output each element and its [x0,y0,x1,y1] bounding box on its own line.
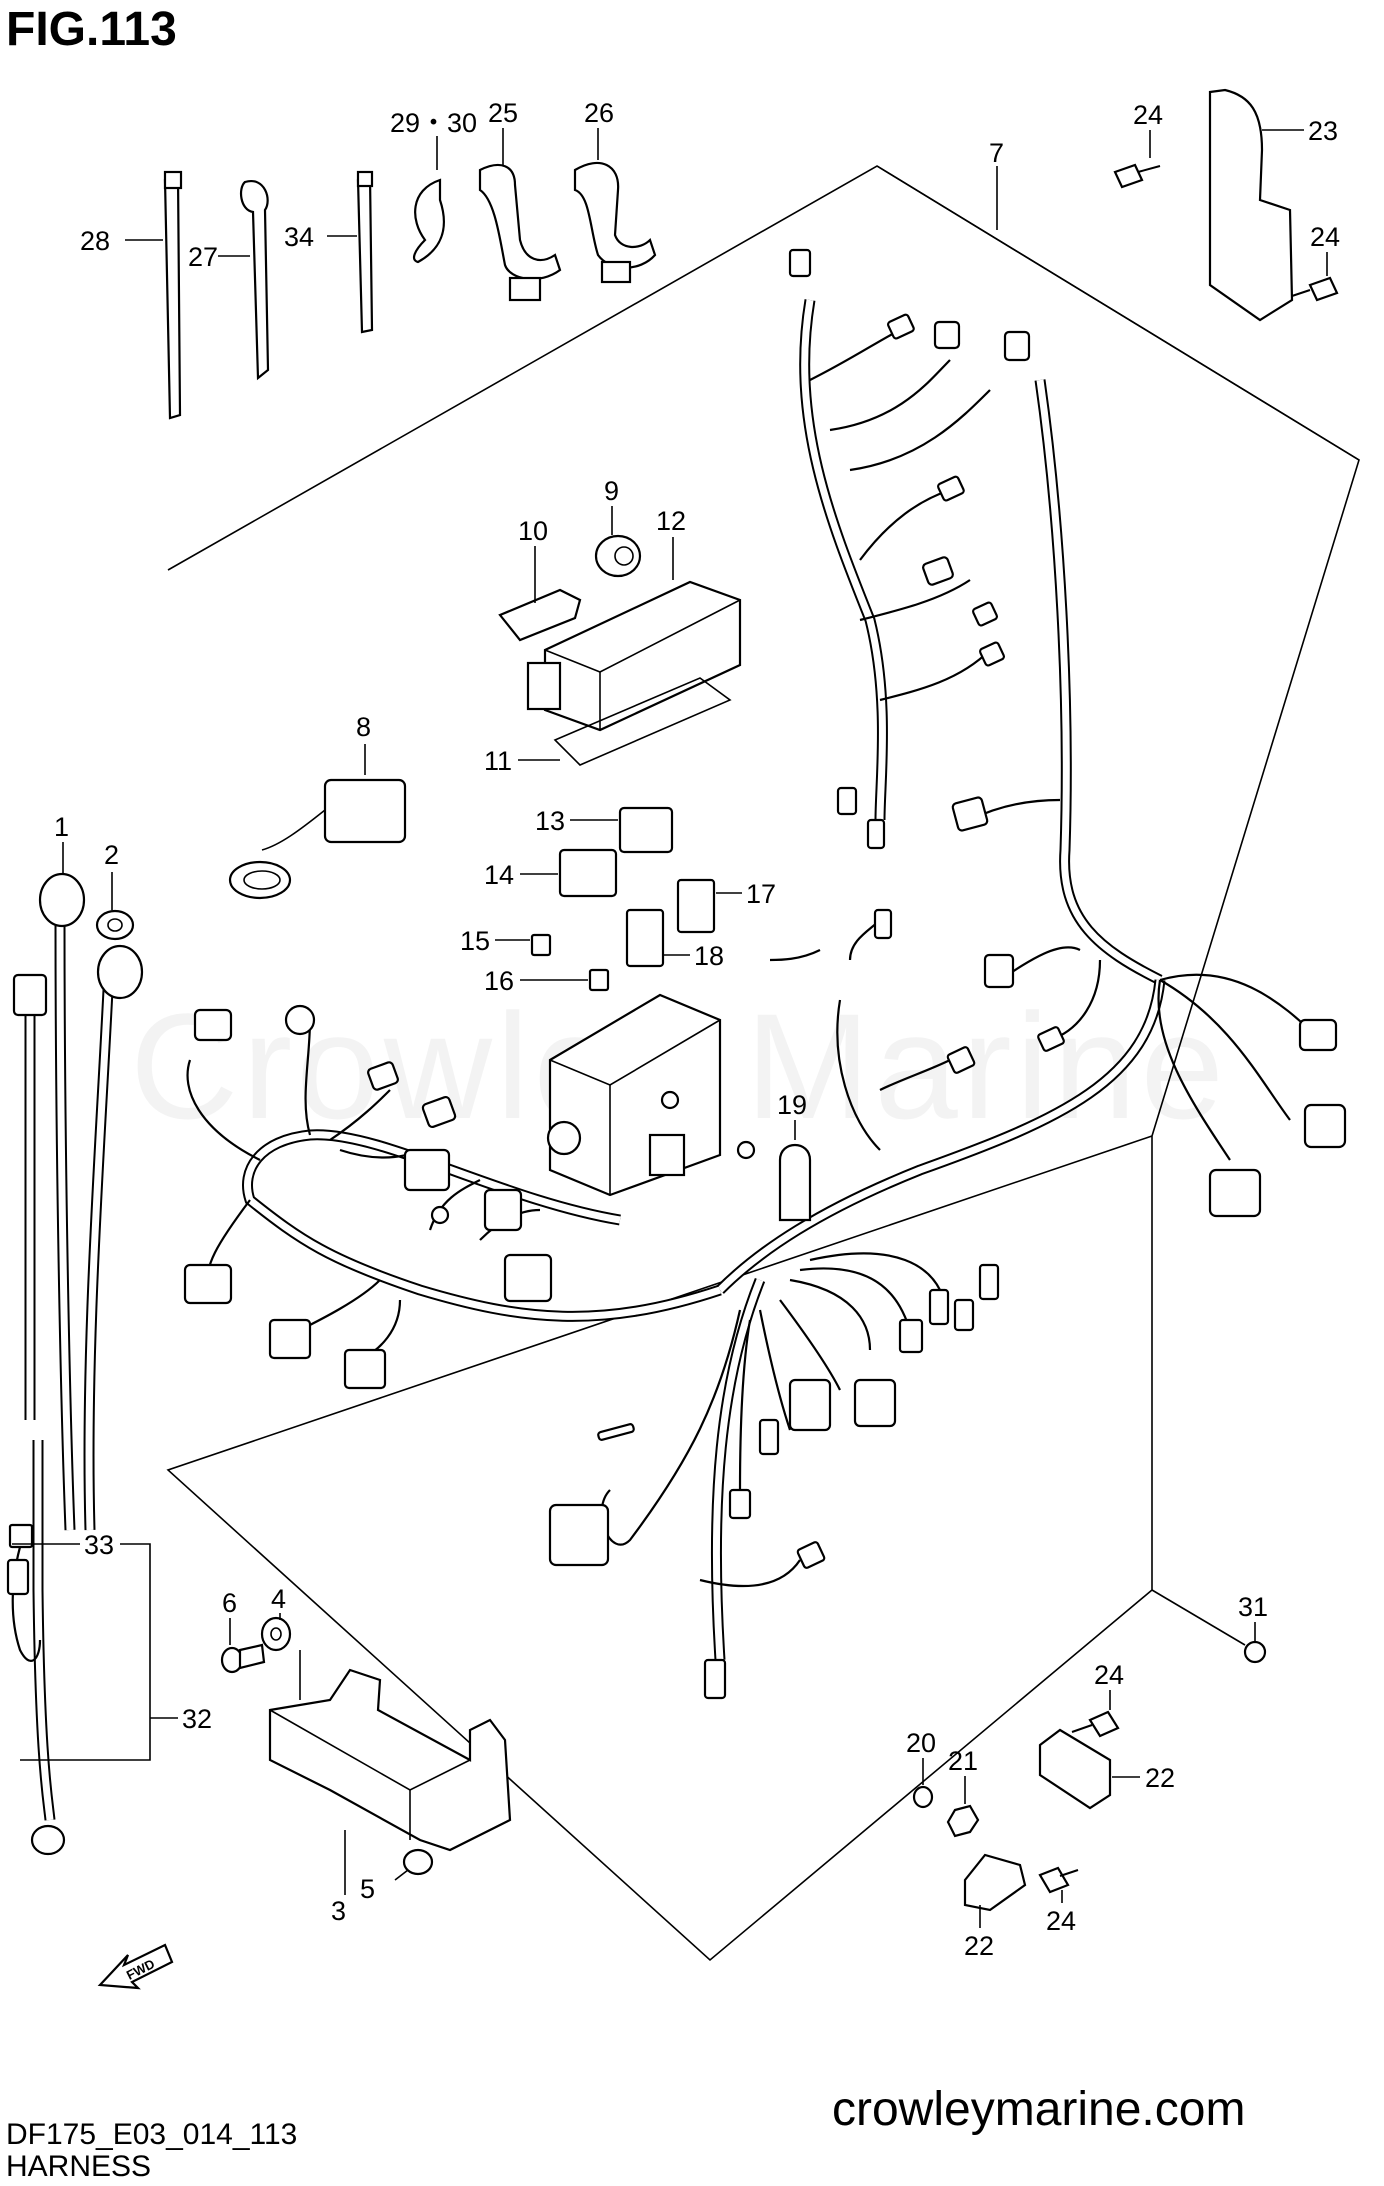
callout-9: 9 [604,476,619,506]
callout-10: 10 [518,516,548,546]
callout-14: 14 [484,860,514,890]
bolt-6 [220,1643,266,1674]
callout-25: 25 [488,98,518,128]
callout-24-right: 24 [1310,222,1340,252]
site-url: crowleymarine.com [832,2083,1246,2136]
callout-21: 21 [948,1746,978,1776]
figure-code: DF175_E03_014_113 [6,2118,298,2151]
fuse-box-cover-12 [526,580,742,732]
callout-17: 17 [746,879,776,909]
relay-14 [558,848,618,898]
figure-title: FIG.113 [6,3,177,56]
leader-lines [12,128,1328,1928]
clip-10 [498,588,582,642]
callout-32: 32 [182,1704,212,1734]
callout-26: 26 [584,98,614,128]
callout-22-lower: 22 [964,1931,994,1961]
plate-22-lower [963,1853,1027,1912]
callout-22-upper: 22 [1145,1763,1175,1793]
callout-numbers: 1 2 3 4 5 6 7 8 9 10 11 12 13 14 15 16 1… [54,98,1340,1961]
fuse-15 [530,933,552,957]
callout-7: 7 [989,138,1004,168]
callout-27: 27 [188,242,218,272]
callout-3: 3 [331,1896,346,1926]
relay-8 [228,778,407,900]
bolt-24-right [1291,276,1339,302]
callout-16: 16 [484,966,514,996]
callout-2: 2 [104,840,119,870]
grommet-9 [594,534,642,578]
callout-15: 15 [460,926,490,956]
callout-34: 34 [284,222,314,252]
callout-5: 5 [360,1874,375,1904]
cable-tie-27 [239,179,270,381]
callout-23: 23 [1308,116,1338,146]
bolt-24-middle [1071,1710,1120,1738]
figure-name: HARNESS [6,2150,152,2183]
bolt-31 [1243,1640,1267,1664]
bolt-24-top [1113,163,1161,189]
callout-12: 12 [656,506,686,536]
callout-13: 13 [535,806,565,836]
washer-4 [260,1616,292,1652]
clamp-29-30 [412,178,445,264]
callout-6: 6 [222,1588,237,1618]
washer-20 [912,1785,934,1809]
callout-28: 28 [80,226,110,256]
callout-18: 18 [694,941,724,971]
grommet-5 [402,1848,434,1876]
fuse-box-housing [546,993,722,1197]
callout-31: 31 [1238,1592,1268,1622]
callout-4: 4 [271,1584,286,1614]
callout-1: 1 [54,812,69,842]
bracket-3 [268,1650,512,1852]
plate-22-upper [1038,1728,1112,1810]
bolt-24-bottom [1038,1866,1079,1894]
relay-13 [618,806,674,854]
cable-tie-34 [356,170,374,334]
callout-19: 19 [777,1090,807,1120]
callout-24-bottom: 24 [1046,1906,1076,1936]
battery-cables-1 [38,872,144,1531]
callout-11: 11 [484,746,512,776]
fuse-16 [588,968,610,992]
clamp-26 [573,161,657,284]
callout-8: 8 [356,712,371,742]
callout-33: 33 [84,1530,114,1560]
fuse-18 [625,908,665,968]
nut-21 [946,1804,980,1838]
callout-24-top: 24 [1133,100,1163,130]
callout-29-30: 29・30 [390,108,477,138]
clamp-25 [478,163,562,302]
fuse-17 [676,878,716,934]
gasket-11 [553,677,732,766]
main-harness-7 [186,299,1321,1661]
callout-24-middle: 24 [1094,1660,1124,1690]
cable-tie-28 [163,170,183,420]
nut-2 [95,909,135,941]
callout-20: 20 [906,1728,936,1758]
harness-connectors [183,248,1347,1700]
cable-32 [6,973,66,1856]
bracket-23 [1208,88,1294,322]
fwd-arrow-icon: FWD [97,1943,174,1990]
cap-19 [778,1144,812,1222]
